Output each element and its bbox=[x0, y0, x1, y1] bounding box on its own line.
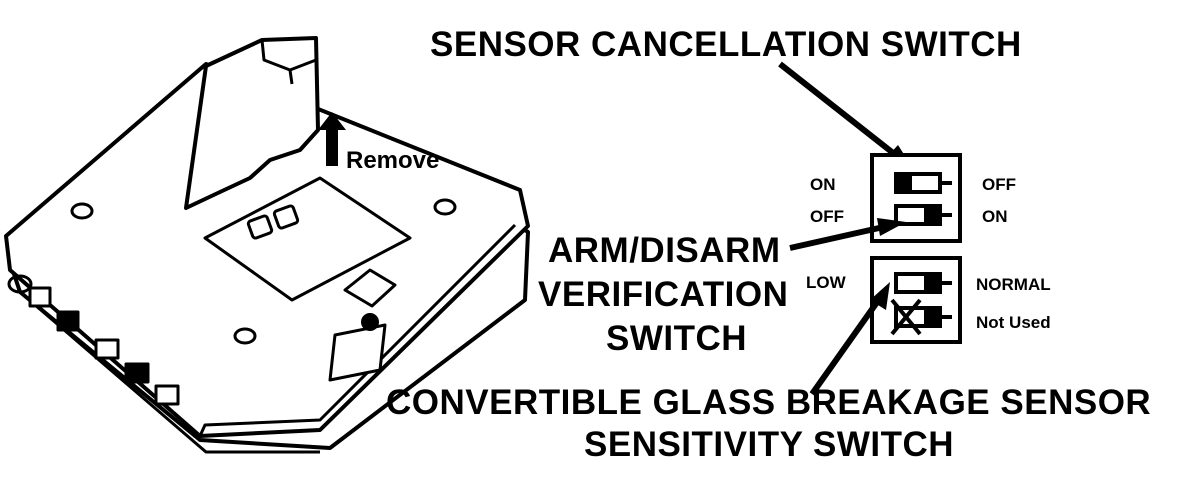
leader-arrow-arm-disarm bbox=[789, 218, 906, 251]
callout-text-line: SWITCH bbox=[606, 319, 747, 358]
switch-window bbox=[203, 176, 412, 302]
mount-hole bbox=[433, 198, 457, 216]
callout-text-line: SENSITIVITY SWITCH bbox=[584, 425, 954, 464]
mount-hole bbox=[233, 327, 257, 345]
remove-label: Remove bbox=[346, 147, 439, 174]
control-module bbox=[4, 36, 530, 454]
callout-text-line: ARM/DISARM bbox=[548, 231, 780, 270]
callout-arm-disarm: ARM/DISARM VERIFICATION SWITCH bbox=[538, 231, 788, 358]
bottom-row2-right: Not Used bbox=[976, 313, 1051, 332]
bottom-row1-right: NORMAL bbox=[976, 275, 1051, 294]
switch-block-bottom: LOW NORMAL Not Used bbox=[806, 256, 1051, 344]
cross-out-icon bbox=[890, 298, 922, 336]
mount-hole bbox=[70, 202, 94, 220]
top-row2-right: ON bbox=[982, 207, 1008, 226]
callout-convertible-glass: CONVERTIBLE GLASS BREAKAGE SENSOR SENSIT… bbox=[386, 383, 1151, 464]
remove-arrow-icon bbox=[318, 112, 346, 166]
top-row1-left: ON bbox=[810, 175, 836, 194]
bottom-row1-left: LOW bbox=[806, 273, 847, 292]
switch-block-top: ON OFF OFF ON bbox=[810, 153, 1016, 243]
callout-text-line: CONVERTIBLE GLASS BREAKAGE SENSOR bbox=[386, 383, 1151, 422]
top-row2-left: OFF bbox=[810, 207, 844, 226]
top-row1-right: OFF bbox=[982, 175, 1016, 194]
remove-indicator: Remove bbox=[318, 112, 439, 174]
removable-cover bbox=[184, 36, 320, 210]
mount-hole bbox=[7, 274, 33, 294]
callout-text-line: VERIFICATION bbox=[538, 275, 788, 314]
leader-arrow-glass-sensor bbox=[809, 282, 890, 396]
callout-sensor-cancellation: SENSOR CANCELLATION SWITCH bbox=[430, 25, 1022, 64]
